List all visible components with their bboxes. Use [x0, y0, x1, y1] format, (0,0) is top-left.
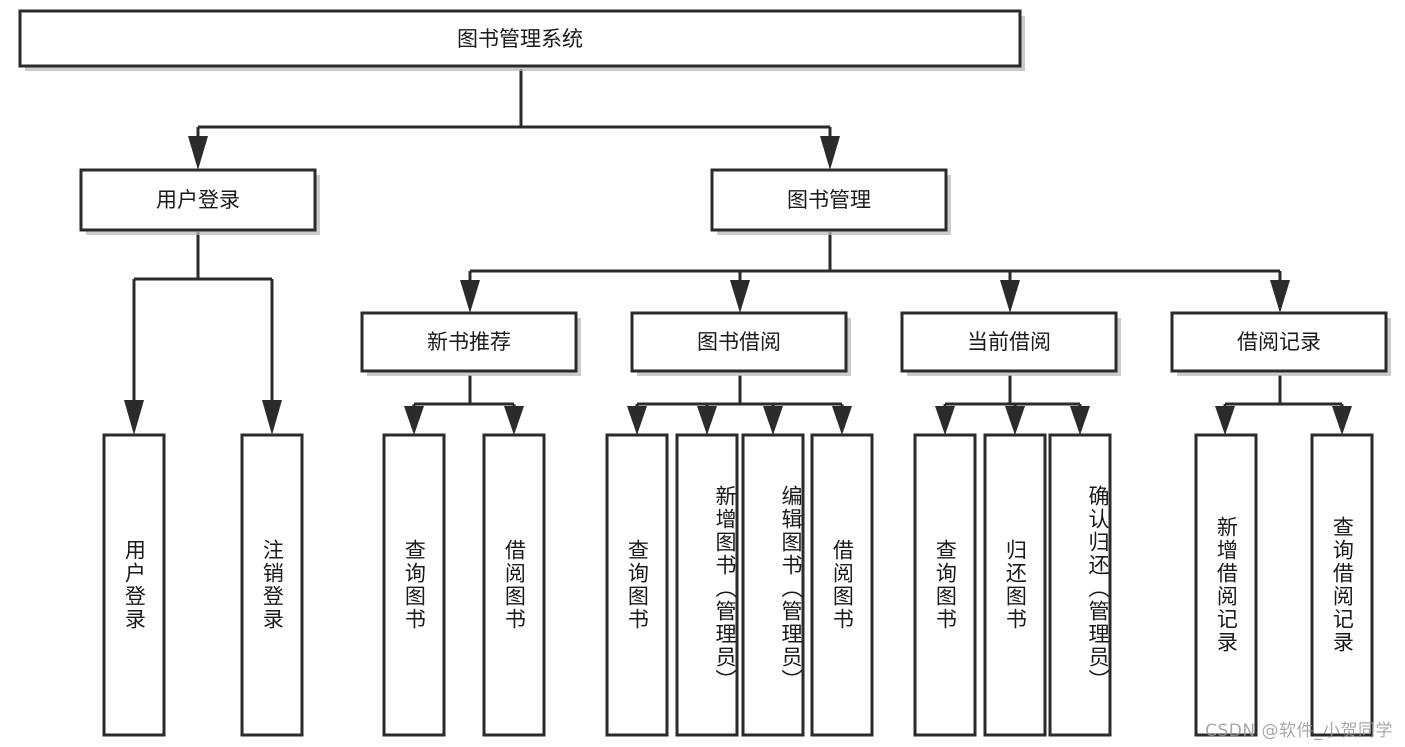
node-user-login-box[interactable] [79, 168, 317, 232]
arrow-head-icon [1215, 406, 1235, 435]
node-borrow-record-label: 借阅记录 [1237, 330, 1321, 354]
arrow-head-icon [820, 136, 840, 170]
node-new-book-recommend-label: 新书推荐 [427, 330, 511, 354]
leaf-box-logout[interactable] [240, 433, 304, 737]
leaf-box-group [102, 433, 1374, 737]
leaf-box-return-book[interactable] [983, 433, 1047, 737]
node-root-label: 图书管理系统 [457, 27, 583, 51]
watermark-text: CSDN @软件_小贺同学 [1205, 721, 1393, 741]
arrow-head-icon [832, 406, 852, 435]
leaf-box-add-book[interactable] [675, 433, 739, 737]
leaf-box-confirm-return[interactable] [1048, 433, 1112, 737]
connector-group [124, 69, 1352, 435]
node-borrow-record[interactable]: 借阅记录 [1170, 311, 1391, 376]
arrow-head-icon [730, 280, 750, 313]
arrow-head-icon [1332, 406, 1352, 435]
arrow-head-icon [460, 280, 480, 313]
node-book-management-label: 图书管理 [787, 188, 871, 212]
node-user-login[interactable]: 用户登录 [79, 168, 320, 235]
node-book-management-box[interactable] [710, 168, 948, 232]
node-current-borrow[interactable]: 当前借阅 [900, 311, 1121, 376]
arrow-head-icon [1070, 406, 1090, 435]
node-current-borrow-box[interactable] [900, 311, 1118, 373]
leaf-box-query-book-1[interactable] [382, 433, 446, 737]
leaf-box-query-book-3[interactable] [913, 433, 977, 737]
arrow-head-icon [1000, 280, 1020, 313]
arrow-head-icon [262, 400, 282, 435]
arrow-head-icon [404, 406, 424, 435]
node-user-login-label: 用户登录 [156, 188, 240, 212]
leaf-box-user-login[interactable] [102, 433, 166, 737]
leaf-box-add-record[interactable] [1194, 433, 1258, 737]
arrow-head-icon [627, 406, 647, 435]
node-new-book-recommend[interactable]: 新书推荐 [360, 311, 581, 376]
arrow-head-icon [504, 406, 524, 435]
leaf-box-edit-book[interactable] [741, 433, 805, 737]
arrow-head-icon [188, 136, 208, 170]
node-new-book-recommend-box[interactable] [360, 311, 578, 373]
leaf-box-query-book-2[interactable] [605, 433, 669, 737]
leaf-box-borrow-book-1[interactable] [482, 433, 546, 737]
leaf-box-borrow-book-2[interactable] [810, 433, 874, 737]
arrow-head-icon [935, 406, 955, 435]
node-book-borrow[interactable]: 图书借阅 [630, 311, 851, 376]
arrow-head-icon [124, 400, 144, 435]
leaf-box-query-record[interactable] [1310, 433, 1374, 737]
node-book-borrow-box[interactable] [630, 311, 848, 373]
node-book-borrow-label: 图书借阅 [697, 330, 781, 354]
node-book-management[interactable]: 图书管理 [710, 168, 951, 235]
node-current-borrow-label: 当前借阅 [967, 330, 1051, 354]
node-root-box[interactable] [18, 9, 1022, 68]
node-borrow-record-box[interactable] [1170, 311, 1388, 373]
arrow-head-icon [697, 406, 717, 435]
arrow-head-icon [1005, 406, 1025, 435]
arrow-head-icon [1270, 280, 1290, 313]
arrow-head-icon [763, 406, 783, 435]
node-root[interactable]: 图书管理系统 [18, 9, 1025, 71]
